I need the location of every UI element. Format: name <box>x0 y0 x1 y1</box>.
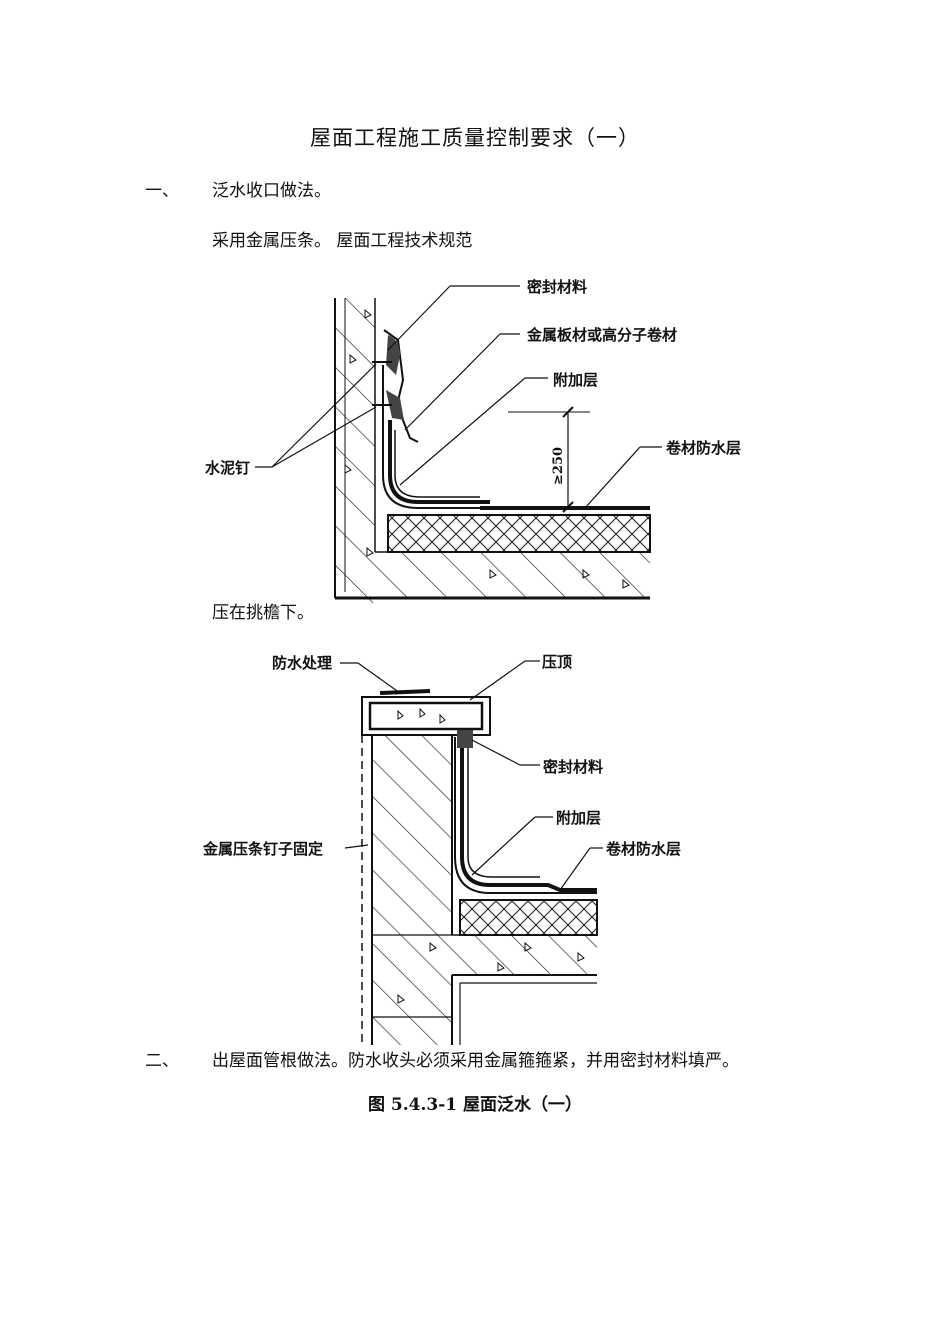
label-waterproof-treatment: 防水处理 <box>272 654 332 672</box>
section-1-heading: 泛水收口做法。 <box>212 181 331 201</box>
label-metal-sheet: 金属板材或高分子卷材 <box>526 326 677 344</box>
label-coping: 压顶 <box>542 653 572 671</box>
label-additional-layer: 附加层 <box>553 371 598 389</box>
label-sealant: 密封材料 <box>543 758 603 776</box>
section-1-number: 一、 <box>145 181 179 201</box>
label-membrane: 卷材防水层 <box>605 840 681 858</box>
label-metal-strip-nail: 金属压条钉子固定 <box>202 840 323 858</box>
page-title: 屋面工程施工质量控制要求（一） <box>310 126 640 150</box>
section-1-subtext: 采用金属压条。 屋面工程技术规范 <box>212 231 473 251</box>
section-2-number: 二、 <box>145 1051 179 1071</box>
label-membrane: 卷材防水层 <box>665 439 741 457</box>
section-2-text: 出屋面管根做法。防水收头必须采用金属箍箍紧，并用密封材料填严。 <box>212 1051 739 1071</box>
label-additional-layer: 附加层 <box>556 809 601 827</box>
dimension-label: ≥250 <box>551 447 566 485</box>
flashing-diagram-1: 密封材料 金属板材或高分子卷材 附加层 水泥钉 卷材防水层 ≥250 <box>205 278 741 603</box>
label-cement-nail: 水泥钉 <box>205 459 250 477</box>
figure-caption: 图 5.4.3-1 屋面泛水（一） <box>367 1095 583 1115</box>
label-sealant: 密封材料 <box>527 278 587 296</box>
press-note: 压在挑檐下。 <box>212 603 314 623</box>
flashing-diagram-2: 防水处理 压顶 密封材料 附加层 金属压条钉子固定 卷材防水层 <box>202 653 681 1045</box>
